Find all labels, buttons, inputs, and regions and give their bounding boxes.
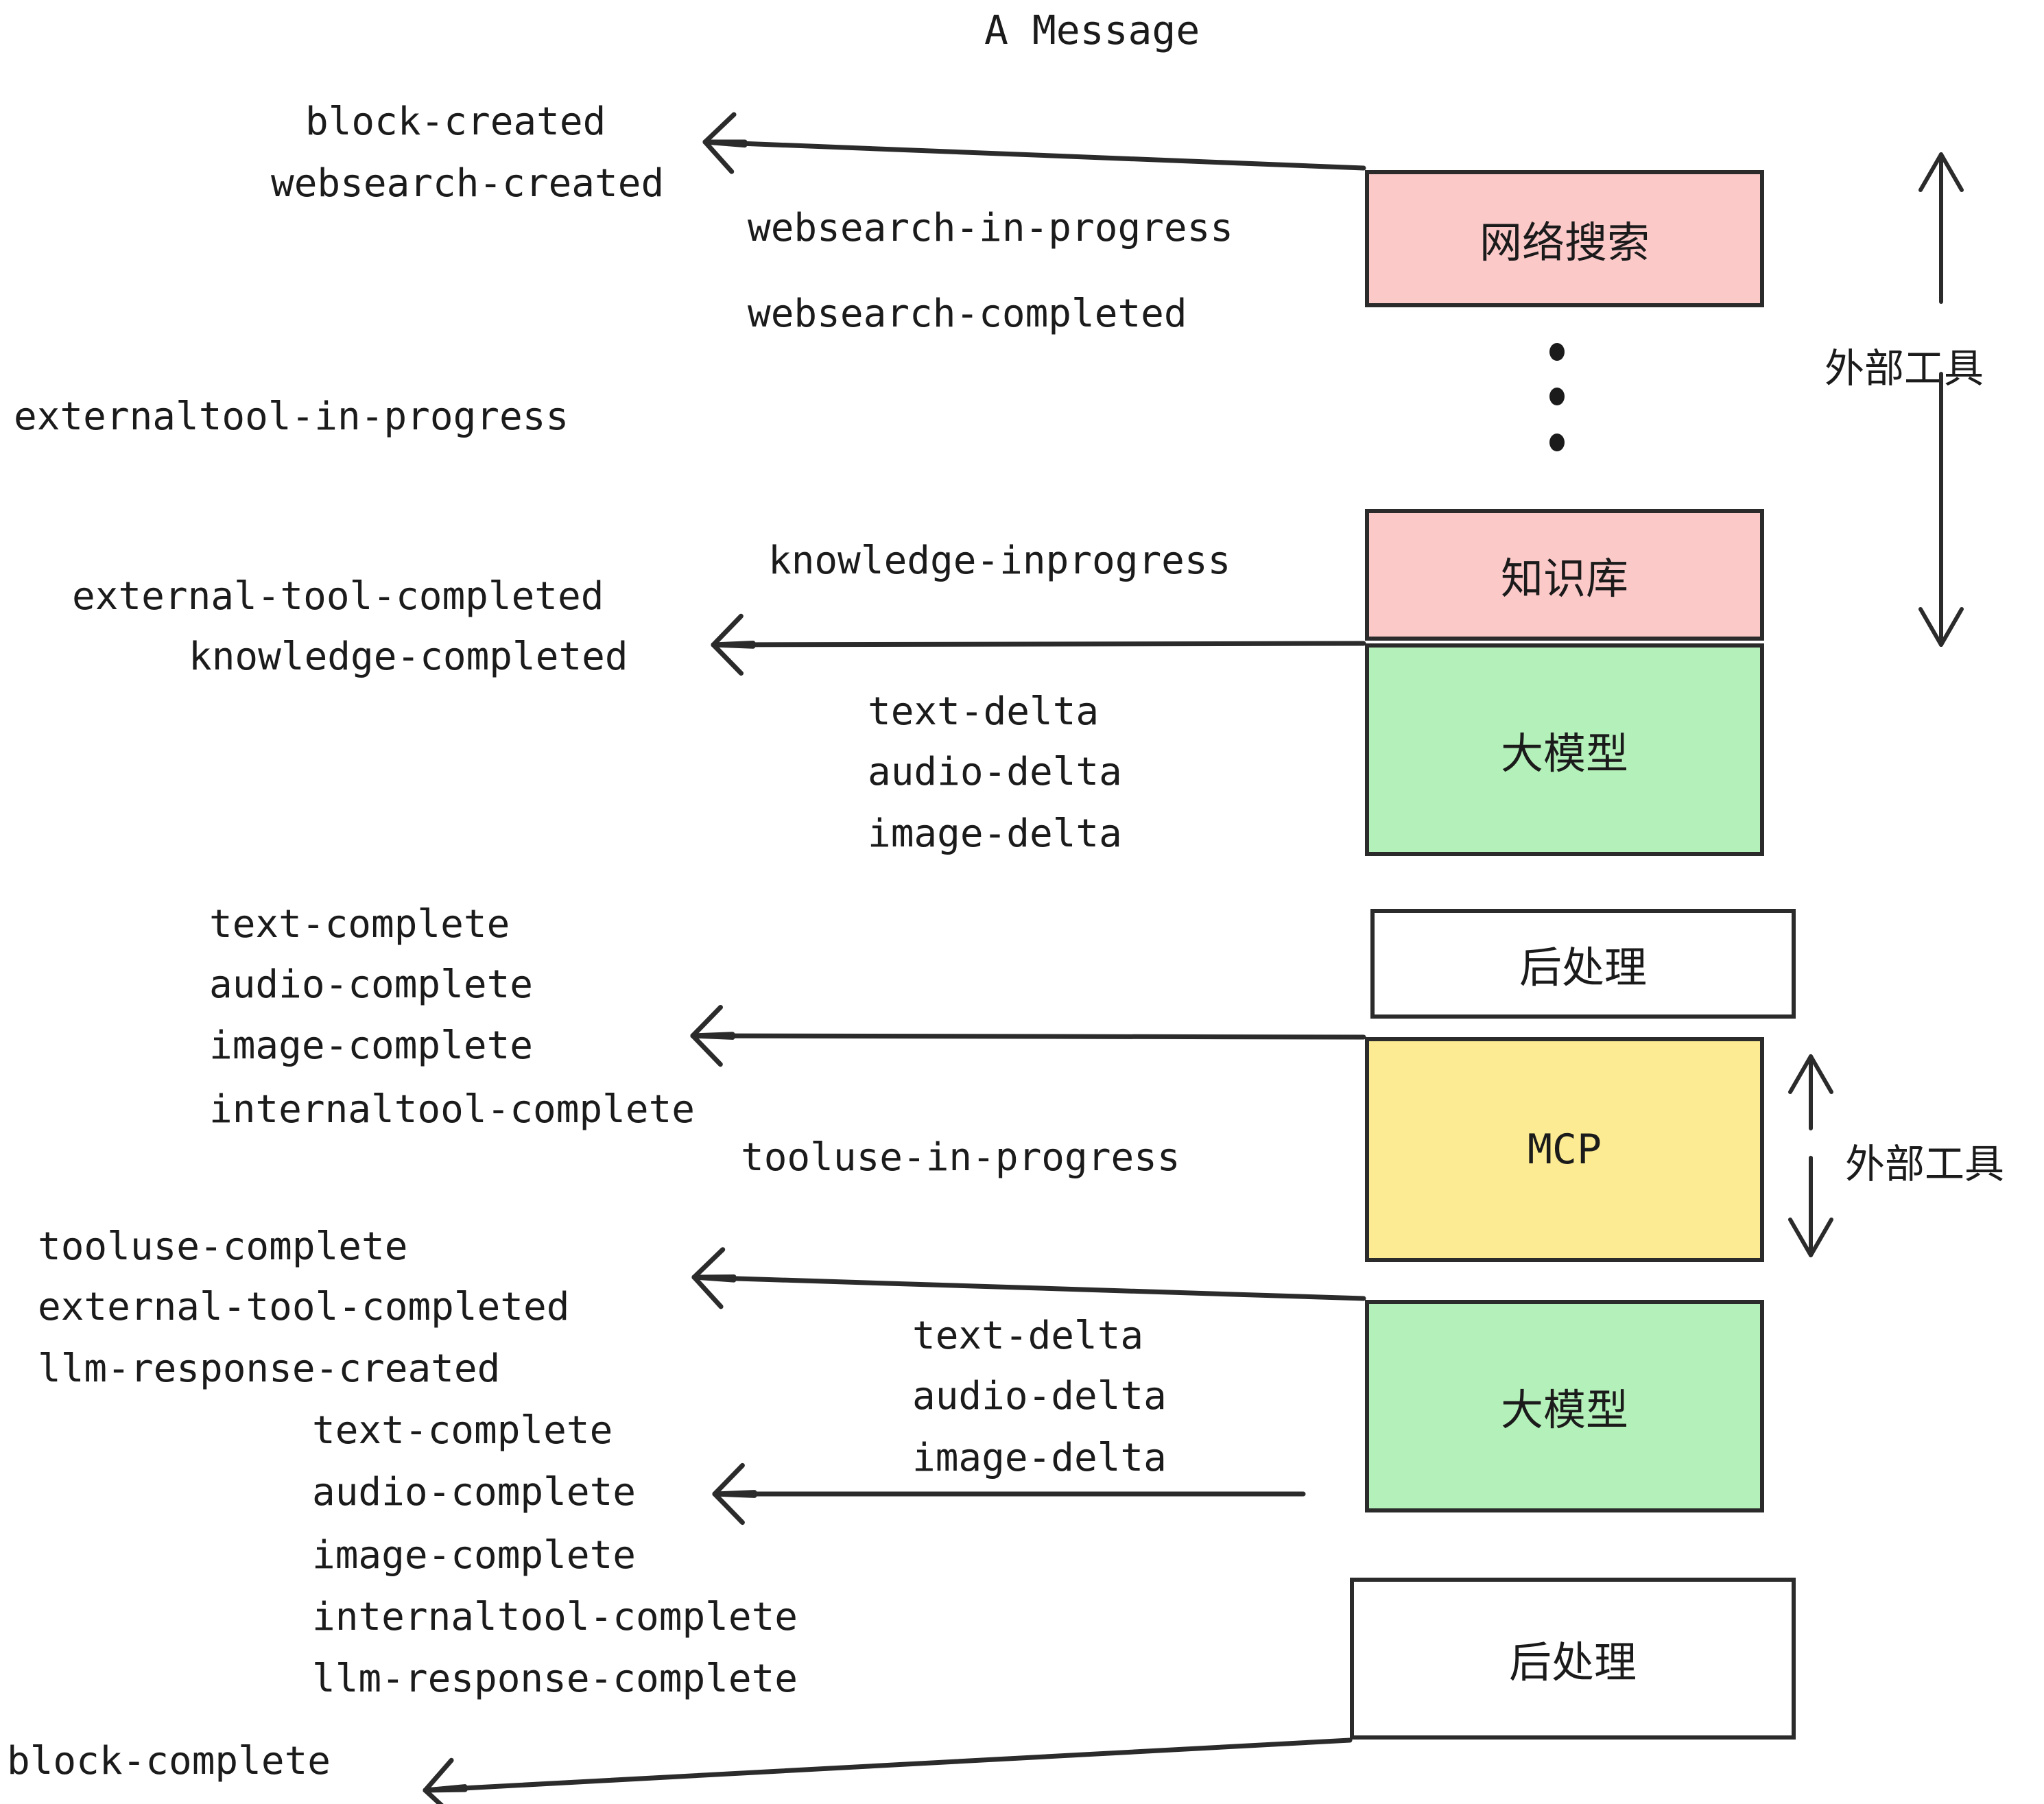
event-label-external-tool-completed-1: external-tool-completed xyxy=(72,574,604,619)
ellipsis-dot-2 xyxy=(1549,388,1565,405)
event-label-image-delta-1: image-delta xyxy=(868,811,1122,856)
event-label-image-complete-1: image-complete xyxy=(209,1023,534,1068)
arrow-block-created xyxy=(702,112,1366,174)
event-label-text-complete-1: text-complete xyxy=(209,902,510,947)
arrow-tooluse-complete xyxy=(691,1247,1366,1309)
event-label-image-delta-2: image-delta xyxy=(912,1436,1167,1480)
event-label-llm-response-created: llm-response-created xyxy=(38,1346,501,1391)
event-label-websearch-in-progress: websearch-in-progress xyxy=(748,206,1234,250)
node-box-post2: 后处理 xyxy=(1350,1578,1796,1740)
event-label-text-delta-2: text-delta xyxy=(912,1314,1144,1358)
arrow-knowledge-done xyxy=(711,613,1366,676)
event-label-knowledge-completed: knowledge-completed xyxy=(189,634,628,679)
event-label-internaltool-complete-2: internaltool-complete xyxy=(312,1595,798,1639)
event-label-text-complete-2: text-complete xyxy=(312,1408,613,1453)
event-label-websearch-created: websearch-created xyxy=(271,161,665,206)
event-label-image-complete-2: image-complete xyxy=(312,1533,637,1578)
ellipsis-dot-1 xyxy=(1549,343,1565,361)
external-tools-bottom-down xyxy=(1788,1156,1833,1257)
event-label-block-created: block-created xyxy=(305,99,606,144)
external-tools-bottom-up xyxy=(1788,1054,1833,1130)
event-label-llm-response-complete: llm-response-complete xyxy=(312,1657,798,1701)
event-label-internaltool-complete-1: internaltool-complete xyxy=(209,1087,696,1132)
node-box-websearch: 网络搜索 xyxy=(1365,170,1764,307)
event-label-text-delta-1: text-delta xyxy=(868,689,1100,734)
node-box-knowledge: 知识库 xyxy=(1365,509,1764,641)
node-box-mcp: MCP xyxy=(1365,1037,1764,1262)
event-label-websearch-completed: websearch-completed xyxy=(748,292,1187,336)
event-label-audio-complete-1: audio-complete xyxy=(209,962,534,1007)
event-label-audio-delta-1: audio-delta xyxy=(868,750,1122,794)
event-label-tooluse-in-progress: tooluse-in-progress xyxy=(741,1135,1180,1180)
arrow-image-complete xyxy=(690,1004,1366,1067)
group-label-external-tools-bottom: 外部工具 xyxy=(1845,1141,2005,1187)
event-label-audio-delta-2: audio-delta xyxy=(912,1374,1167,1419)
external-tools-top-down xyxy=(1918,372,1964,647)
event-label-knowledge-inprogress: knowledge-inprogress xyxy=(768,538,1231,583)
node-box-llm2: 大模型 xyxy=(1365,1300,1764,1512)
event-label-tooluse-complete: tooluse-complete xyxy=(38,1224,408,1269)
event-label-externaltool-in-progress: externaltool-in-progress xyxy=(14,394,569,439)
arrow-block-complete xyxy=(423,1737,1353,1804)
ellipsis-dot-3 xyxy=(1549,434,1565,451)
node-box-llm1: 大模型 xyxy=(1365,643,1764,856)
group-label-external-tools-top: 外部工具 xyxy=(1825,345,1984,392)
event-label-block-complete: block-complete xyxy=(7,1739,331,1783)
page-title: A Message xyxy=(984,7,1200,54)
event-label-audio-complete-2: audio-complete xyxy=(312,1470,637,1515)
event-label-external-tool-completed-2: external-tool-completed xyxy=(38,1285,570,1329)
node-box-post1: 后处理 xyxy=(1370,909,1796,1019)
external-tools-top-up xyxy=(1918,152,1964,304)
